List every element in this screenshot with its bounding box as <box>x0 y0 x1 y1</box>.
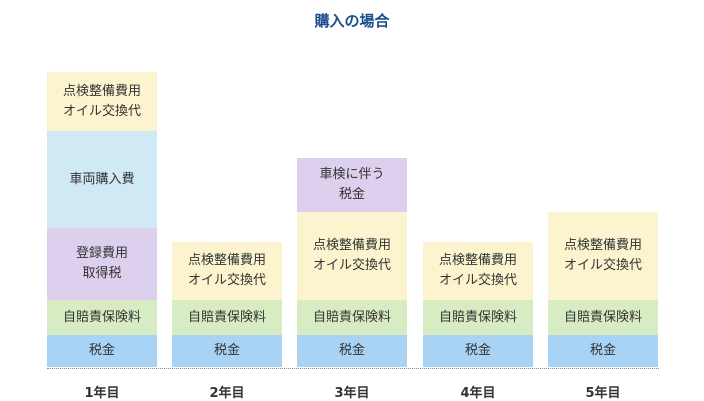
segment-tax-year5: 税金 <box>548 335 658 367</box>
segment-jibai-insurance-year4: 自賠責保険料 <box>423 300 533 335</box>
year-label: 4年目 <box>460 386 496 401</box>
diagram-title: 購入の場合 <box>314 12 390 30</box>
segment-text: 車検に伴う <box>319 167 385 182</box>
segment-text: 自賠責保険料 <box>563 309 642 325</box>
segment-tax-year1: 税金 <box>47 335 157 367</box>
segment-maintenance-year3: 点検整備費用オイル交換代 <box>297 212 407 300</box>
segment-text: 自賠責保険料 <box>187 309 266 325</box>
segment-text: 取得税 <box>82 266 122 281</box>
segment-text: 自賠責保険料 <box>312 309 391 325</box>
segment-text: 税金 <box>338 187 365 202</box>
segment-text: オイル交換代 <box>187 273 266 288</box>
segment-inspection-tax-year3: 車検に伴う税金 <box>297 158 407 212</box>
segment-text: 点検整備費用 <box>563 238 642 253</box>
segment-tax-year3: 税金 <box>297 335 407 367</box>
segment-jibai-insurance-year2: 自賠責保険料 <box>172 300 282 335</box>
segment-registration-tax-year1: 登録費用取得税 <box>47 228 157 300</box>
segment-maintenance-year5: 点検整備費用オイル交換代 <box>548 212 658 300</box>
segment-text: 点検整備費用 <box>312 238 391 253</box>
baseline <box>47 368 659 369</box>
segment-text: オイル交換代 <box>312 258 391 273</box>
segment-maintenance-year2: 点検整備費用オイル交換代 <box>172 242 282 300</box>
segment-car-purchase-year1: 車両購入費 <box>47 131 157 228</box>
segment-text: 車両購入費 <box>69 171 135 187</box>
segment-text: 税金 <box>338 343 365 358</box>
segment-text: 自賠責保険料 <box>438 309 517 325</box>
segment-maintenance-year4: 点検整備費用オイル交換代 <box>423 242 533 300</box>
segment-text: 登録費用 <box>75 246 128 261</box>
segment-text: オイル交換代 <box>438 273 517 288</box>
segment-text: オイル交換代 <box>62 103 141 119</box>
segment-jibai-insurance-year1: 自賠責保険料 <box>47 300 157 335</box>
year-label: 5年目 <box>585 386 621 401</box>
year-label: 1年目 <box>84 386 120 401</box>
segment-text: 税金 <box>589 343 616 358</box>
segment-text: オイル交換代 <box>563 258 642 273</box>
segment-text: 点検整備費用 <box>187 253 266 268</box>
segment-text: 点検整備費用 <box>62 83 141 99</box>
segment-jibai-insurance-year5: 自賠責保険料 <box>548 300 658 335</box>
year-label: 2年目 <box>209 386 245 401</box>
segment-text: 自賠責保険料 <box>62 309 141 325</box>
segment-maintenance-year1: 点検整備費用オイル交換代 <box>47 72 157 131</box>
segment-jibai-insurance-year3: 自賠責保険料 <box>297 300 407 335</box>
segment-tax-year4: 税金 <box>423 335 533 367</box>
segment-text: 税金 <box>464 343 491 358</box>
year-label: 3年目 <box>334 386 370 401</box>
segment-tax-year2: 税金 <box>172 335 282 367</box>
segment-text: 税金 <box>88 343 115 358</box>
segment-text: 点検整備費用 <box>438 253 517 268</box>
segment-text: 税金 <box>213 343 240 358</box>
